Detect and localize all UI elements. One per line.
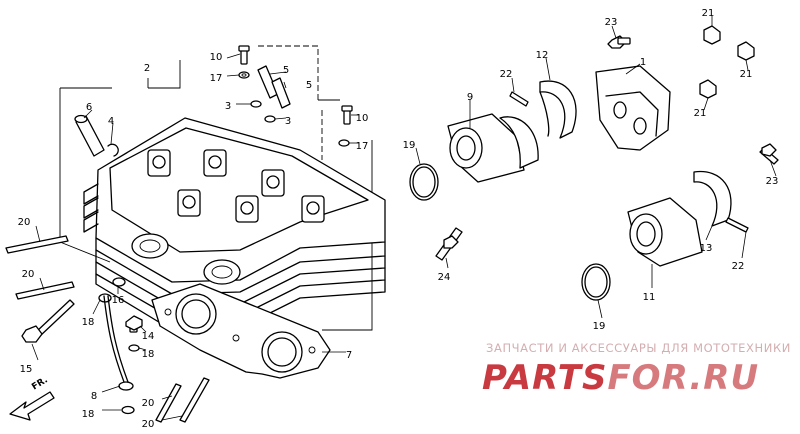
head-gasket — [151, 283, 331, 379]
callout-c1: 1 — [640, 57, 646, 68]
cylinder-head — [83, 117, 386, 331]
callout-c5b: 5 — [306, 80, 312, 91]
callout-c23a: 23 — [605, 17, 618, 28]
callout-c8: 8 — [91, 391, 97, 402]
callout-c19b: 19 — [593, 321, 606, 332]
callout-c17a: 17 — [210, 73, 223, 84]
studs-bolts — [5, 235, 210, 423]
callout-c18c: 18 — [82, 409, 95, 420]
callout-c20d: 20 — [142, 419, 155, 430]
callout-c18b: 18 — [142, 349, 155, 360]
callout-c22b: 22 — [732, 261, 745, 272]
insulator — [595, 25, 779, 165]
callout-c4: 4 — [108, 116, 114, 127]
watermark-brand: PARTSFOR.RU — [482, 358, 759, 398]
callout-c10b: 10 — [356, 113, 369, 124]
callout-c7: 7 — [346, 350, 352, 361]
callout-c9: 9 — [467, 92, 473, 103]
callout-c20b: 20 — [22, 269, 35, 280]
front-direction-arrow: FR. — [9, 375, 55, 421]
callout-c6: 6 — [86, 102, 92, 113]
watermark-brand-right: FOR.RU — [607, 358, 759, 398]
callout-c2: 2 — [144, 63, 150, 74]
intake-pipe-upper — [409, 80, 577, 201]
callout-c11: 11 — [643, 292, 656, 303]
callout-c5a: 5 — [283, 65, 289, 76]
callout-c21b: 21 — [740, 69, 753, 80]
callout-c3b: 3 — [285, 116, 291, 127]
callout-c20a: 20 — [18, 217, 31, 228]
callout-c17b: 17 — [356, 141, 369, 152]
valve-guides — [74, 45, 353, 157]
callout-c20c: 20 — [142, 398, 155, 409]
callout-c15: 15 — [20, 364, 33, 375]
callout-c24: 24 — [438, 272, 451, 283]
watermark-caption: ЗАПЧАСТИ И АКСЕССУАРЫ ДЛЯ МОТОТЕХНИКИ — [486, 341, 791, 355]
callout-numbers: 1233455678910101112131415161717181818191… — [18, 8, 779, 430]
callout-c22a: 22 — [500, 69, 513, 80]
spark-plug — [435, 227, 463, 261]
callout-c14: 14 — [142, 331, 155, 342]
intake-pipe-lower — [581, 170, 749, 301]
callout-c19a: 19 — [403, 140, 416, 151]
callout-c21a: 21 — [702, 8, 715, 19]
watermark-brand-left: PARTS — [482, 358, 607, 398]
callout-c18a: 18 — [82, 317, 95, 328]
leader-lines — [31, 16, 777, 421]
callout-c21c: 21 — [694, 108, 707, 119]
front-direction-label: FR. — [30, 375, 49, 392]
callout-c16: 16 — [112, 295, 125, 306]
callout-c10a: 10 — [210, 52, 223, 63]
callout-c13: 13 — [700, 243, 713, 254]
watermark: ЗАПЧАСТИ И АКСЕССУАРЫ ДЛЯ МОТОТЕХНИКИ PA… — [482, 341, 791, 398]
callout-c12: 12 — [536, 50, 549, 61]
callout-c3a: 3 — [225, 101, 231, 112]
callout-c23b: 23 — [766, 176, 779, 187]
